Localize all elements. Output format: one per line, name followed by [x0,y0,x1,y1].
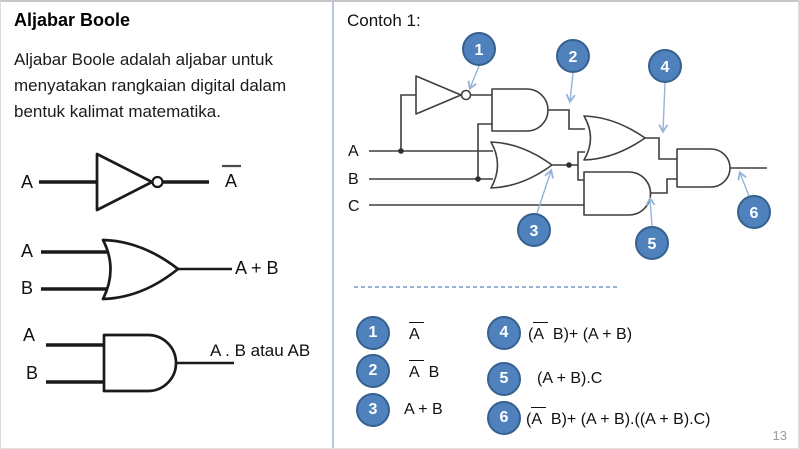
or-gate-row: A B A + B [21,238,279,301]
not-input-label: A [21,172,33,192]
not-bubble [151,175,164,189]
formula-item-3: 3 A + B [356,393,443,427]
formula-expression: (A B) + (A + B).((A + B).C) [526,406,711,429]
formula-item-2: 2 A B [356,354,439,388]
circuit-or3-gate [490,141,553,189]
formula-badge: 2 [356,354,390,388]
not-gate-shape [95,152,154,212]
junction-dots [398,148,572,182]
formula-text: B) [548,325,569,343]
callout-1: 1 [462,32,496,66]
paragraph-line: menyatakan rangkaian digital dalam [14,76,287,95]
or-input-a-label: A [21,241,33,261]
formula-item-6: 6 (A B) + (A + B).((A + B).C) [487,401,711,435]
and-gate-shape [102,333,178,393]
basic-gates-diagram: A A A B A + B A B A . B atau AB [21,152,310,393]
page-title: Aljabar Boole [14,10,131,30]
formula-expression: A B [409,359,440,382]
svg-text:6: 6 [750,205,759,222]
circuit-input-a-label: A [348,143,359,160]
callout-5: 5 [635,226,669,260]
panel-divider [332,2,334,448]
svg-text:4: 4 [661,59,670,76]
callout-2: 2 [556,39,590,73]
svg-text:3: 3 [530,223,539,240]
and-input-a-label: A [23,325,35,345]
formula-expression: (A B) + (A + B) [528,321,633,344]
formula-item-5: 5 (A + B).C [487,362,602,396]
circuit-input-c-label: C [348,198,360,215]
formula-badge: 3 [356,393,390,427]
svg-text:5: 5 [648,236,657,253]
formula-text: + (A + B) [568,325,633,343]
or-output-label: A + B [235,258,279,278]
overlined-term: A [533,321,549,344]
and-gate-row: A B A . B atau AB [23,325,310,393]
formula-badge: 4 [487,316,521,350]
circuit-or4-gate [583,115,646,161]
formula-text: (A + B).C [537,369,603,387]
or-gate-shape [101,238,180,301]
svg-text:1: 1 [475,42,484,59]
formula-text: B) [546,410,567,428]
paragraph-line: Aljabar Boole adalah aljabar untuk [14,50,273,69]
and-input-b-label: B [26,363,38,383]
formula-badge: 5 [487,362,521,396]
formula-expression: A [409,321,425,344]
overlined-term: A [409,321,425,344]
paragraph-line: bentuk kalimat matematika. [14,102,221,121]
circuit-and5-gate [583,171,652,216]
formula-text: + (A + B).((A + B).C) [566,410,711,428]
or-input-b-label: B [21,278,33,298]
formula-badge: 1 [356,316,390,350]
example-heading: Contoh 1: [347,11,421,30]
and-output-label: A . B atau AB [210,341,310,360]
dashed-separator [354,286,620,288]
formula-expression: A + B [404,401,443,419]
circuit-not-gate [415,75,472,115]
page-number: 13 [772,428,787,443]
formula-text: A + B [404,400,443,418]
intro-paragraph: Aljabar Boole adalah aljabar untuk menya… [14,47,286,125]
formula-text: ( [526,410,532,428]
formula-item-4: 4 (A B) + (A + B) [487,316,632,350]
circuit-input-b-label: B [348,171,359,188]
svg-text:2: 2 [569,49,578,66]
formula-badge: 6 [487,401,521,435]
example-circuit-diagram: A B C [348,32,771,260]
not-output-label: A [225,171,237,191]
overlined-term: A [531,406,547,429]
formula-text: ( [528,325,534,343]
formula-text: B [424,363,440,381]
circuit-wires [369,94,767,206]
circuit-and2-gate [491,88,549,132]
formula-expression: (A + B).C [537,370,602,388]
callout-4: 4 [648,49,682,83]
callout-arrows [470,65,750,227]
not-gate-row: A A [21,152,241,212]
callout-6: 6 [737,195,771,229]
callout-3: 3 [517,213,551,247]
overlined-term: A [409,359,425,382]
formula-item-1: 1 A [356,316,425,350]
circuit-and6-gate [676,148,731,188]
